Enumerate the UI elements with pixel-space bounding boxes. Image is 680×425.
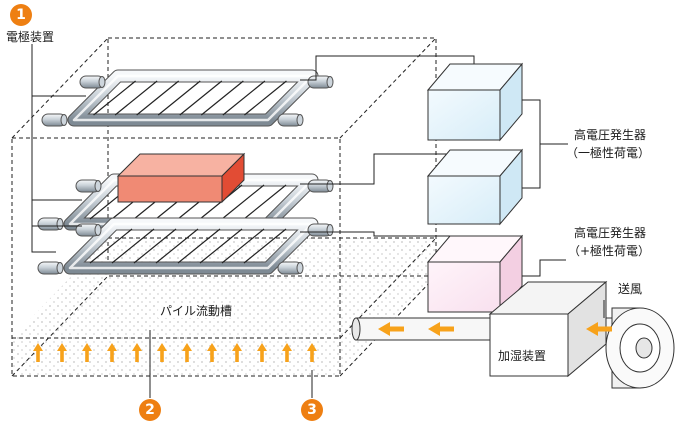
air-arrow — [182, 343, 192, 362]
air-arrow — [207, 343, 217, 362]
electrode-layer — [37, 217, 334, 275]
upward-air-arrows — [33, 343, 317, 362]
electrode-device — [37, 69, 334, 275]
air-arrow — [107, 343, 117, 362]
electrode-wire — [93, 80, 136, 116]
hv-generator-negative-title: 高電圧発生器 — [574, 128, 647, 142]
electrode-wire — [136, 80, 180, 116]
air-arrow — [157, 343, 167, 362]
hv-generator-positive — [426, 234, 524, 314]
electrode-wire — [179, 80, 223, 116]
electrode-wire — [243, 228, 287, 264]
humidifier-label: 加湿装置 — [498, 349, 547, 363]
electrode-wire — [114, 80, 158, 116]
electrode-wire — [157, 80, 201, 116]
electrode-wire — [221, 228, 265, 264]
badge-3: 3 — [301, 399, 323, 421]
heated-block — [116, 152, 246, 204]
electrode-wire — [200, 80, 244, 116]
air-arrow — [57, 343, 67, 362]
electrode-wire — [155, 228, 199, 264]
hv-generator-negative-2 — [426, 148, 524, 226]
hv-generator-positive-title: 高電圧発生器 — [574, 226, 647, 240]
electrode-layer — [41, 69, 334, 127]
hv-generator-positive-note: （+極性荷電） — [568, 244, 651, 258]
electrode-wire — [243, 184, 287, 220]
hv-generator-negative-1 — [426, 62, 524, 142]
hv-generator-negative-note: （一極性荷電） — [566, 146, 651, 160]
badge-leader-lines — [149, 300, 605, 398]
blower-label: 送風 — [618, 282, 643, 296]
electrode-wire — [244, 80, 287, 116]
electrode-device-label: 電極装置 — [6, 30, 55, 44]
air-arrow — [132, 343, 142, 362]
air-arrow — [232, 343, 242, 362]
badge-1: 1 — [10, 4, 32, 26]
electrode-wire — [89, 228, 133, 264]
electrode-wire — [199, 228, 243, 264]
electrode-wire — [222, 80, 266, 116]
air-arrow — [282, 343, 292, 362]
electrode-wire — [111, 228, 155, 264]
air-arrow — [257, 343, 267, 362]
electrode-wire — [221, 184, 265, 220]
duct-flow-arrows — [378, 322, 612, 336]
negative-generator-bracket — [522, 99, 568, 277]
pile-flow-tank-label: パイル流動槽 — [158, 304, 235, 319]
air-arrow — [33, 343, 43, 362]
electrode-leader-lines — [31, 44, 86, 253]
blower-fan — [605, 307, 675, 389]
air-arrow — [82, 343, 92, 362]
air-arrow — [307, 343, 317, 362]
pile-flow-tank — [11, 37, 437, 377]
badge-2: 2 — [139, 399, 161, 421]
electrode-wire — [177, 228, 221, 264]
electrode-wire — [133, 228, 177, 264]
